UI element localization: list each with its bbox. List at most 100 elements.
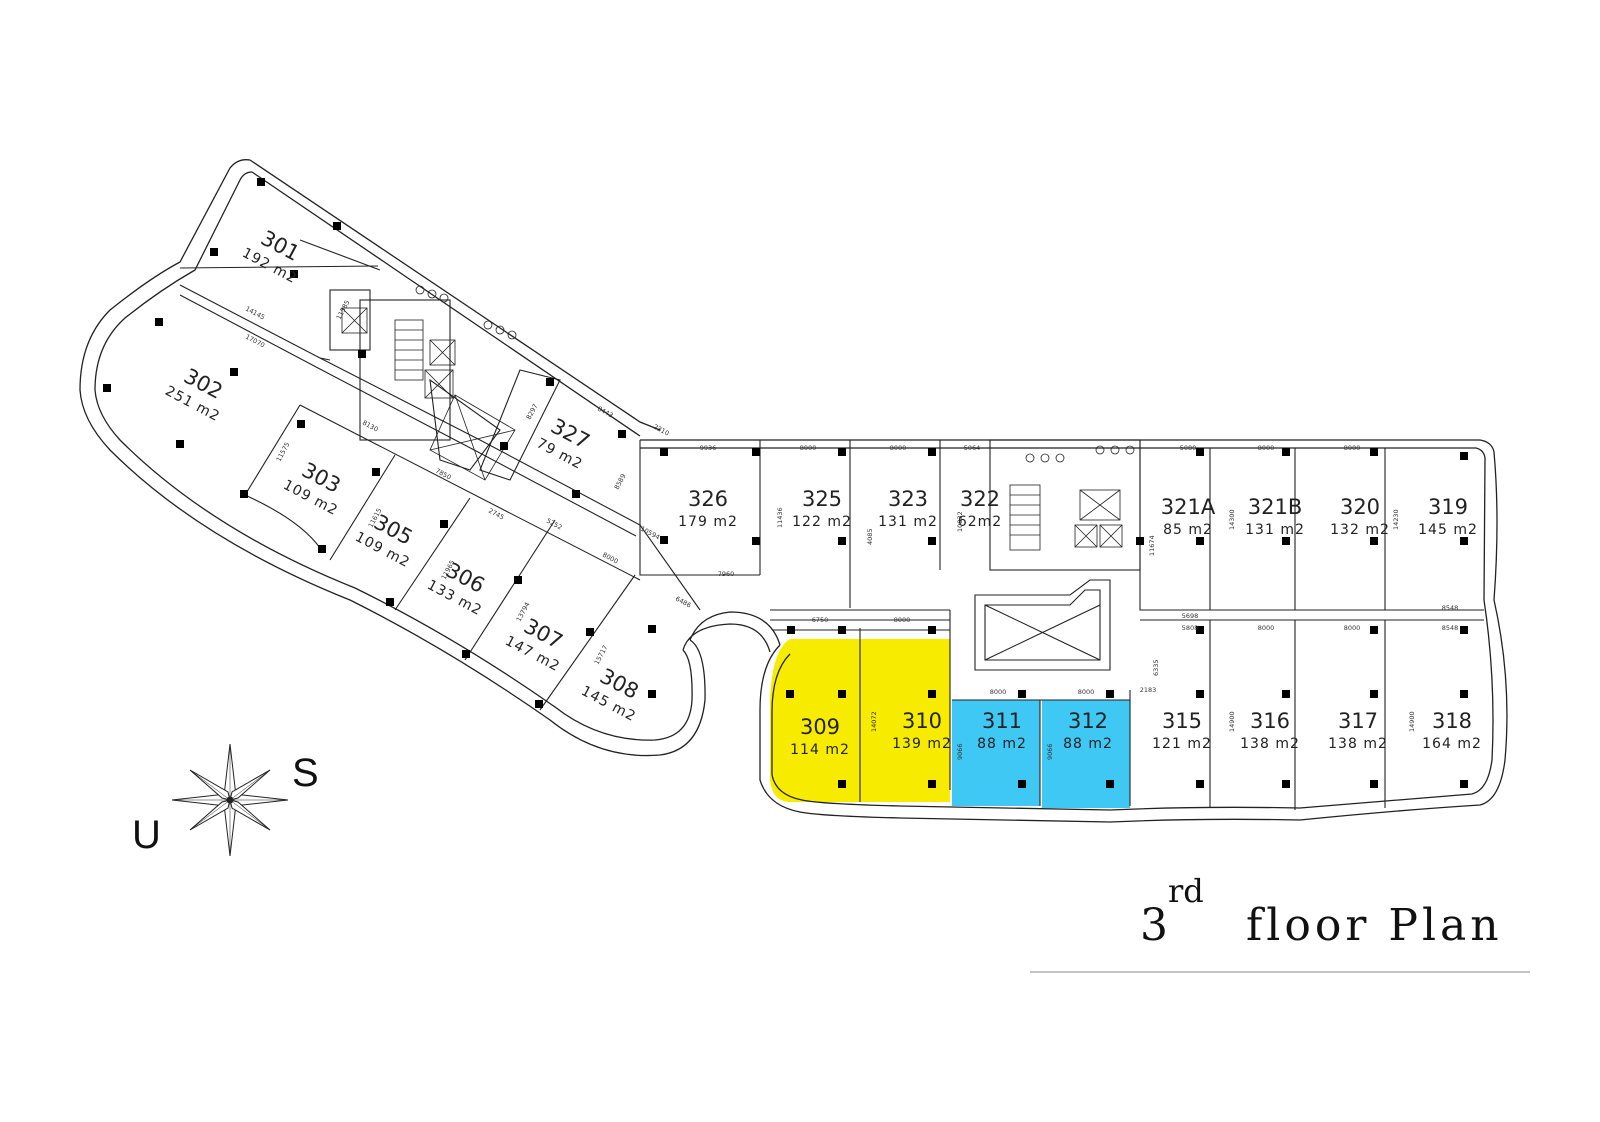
dimension-label: 8000 — [1344, 444, 1361, 452]
room-number: 325 — [802, 487, 842, 511]
room-number: 309 — [800, 715, 840, 739]
room-area: 122 m2 — [792, 514, 852, 530]
room-301-label: 301 192 m2 — [239, 226, 303, 287]
dimension-label: 8297 — [525, 403, 540, 421]
room-325-label: 325 122 m2 — [792, 487, 852, 530]
dimension-label: 8000 — [1344, 624, 1361, 632]
room-number: 319 — [1428, 495, 1468, 519]
dimension-label: 14230 — [1392, 509, 1400, 530]
room-area: 88 m2 — [977, 736, 1027, 752]
room-number: 312 — [1068, 709, 1108, 733]
dimension-label: 14300 — [1228, 509, 1236, 530]
room-area: 88 m2 — [1063, 736, 1113, 752]
dimension-label: 6750 — [812, 616, 829, 624]
dimension-label: 8589 — [613, 473, 628, 491]
room-310-fill — [860, 639, 950, 802]
dimension-label: 8548 — [1442, 604, 1459, 612]
room-area: 131 m2 — [878, 514, 938, 530]
room-308-label: 308 145 m2 — [578, 664, 642, 725]
room-number: 323 — [888, 487, 928, 511]
dimension-label: 11674 — [1148, 535, 1156, 556]
dimension-label: 5698 — [1182, 612, 1199, 620]
dimension-label: 8000 — [1258, 624, 1275, 632]
room-302-label: 302 251 m2 — [162, 364, 226, 425]
title-text: floor Plan — [1246, 900, 1503, 951]
room-322-label: 322 62m2 — [958, 487, 1002, 530]
room-316-label: 316 138 m2 — [1240, 709, 1300, 752]
room-number: 317 — [1338, 709, 1378, 733]
dimension-label: 7960 — [718, 570, 735, 578]
title-superscript: rd — [1168, 872, 1204, 910]
core-stairs — [341, 285, 1135, 551]
room-area: 131 m2 — [1245, 522, 1305, 538]
room-number: 311 — [982, 709, 1022, 733]
dimension-label: 9066 — [956, 743, 964, 760]
room-327-label: 327 79 m2 — [534, 414, 594, 473]
room-320-label: 320 132 m2 — [1330, 495, 1389, 538]
title-number: 3 — [1140, 900, 1168, 951]
room-area: 145 m2 — [1418, 522, 1478, 538]
room-number: 326 — [688, 487, 728, 511]
room-317-label: 317 138 m2 — [1328, 709, 1388, 752]
room-number: 316 — [1250, 709, 1290, 733]
room-area: 139 m2 — [892, 736, 952, 752]
building-outline — [79, 159, 1508, 823]
room-number: 321B — [1248, 495, 1303, 519]
dimension-label: 8548 — [1442, 624, 1459, 632]
dimension-label: 11585 — [335, 299, 352, 321]
room-310-label: 310 139 m2 — [892, 709, 952, 752]
dimension-label: 14145 — [244, 305, 266, 322]
compass-letter-u: U — [132, 813, 161, 857]
room-309-fill — [770, 639, 860, 802]
room-number: 318 — [1432, 709, 1472, 733]
room-321B-label: 321B 131 m2 — [1245, 495, 1305, 538]
room-number: 320 — [1340, 495, 1380, 519]
room-319-label: 319 145 m2 — [1418, 495, 1478, 538]
room-307-label: 307 147 m2 — [502, 614, 566, 675]
dimension-label: 5252 — [545, 517, 563, 532]
room-area: 179 m2 — [678, 514, 738, 530]
dimension-label: 8000 — [990, 688, 1007, 696]
room-303-label: 303 109 m2 — [280, 458, 344, 519]
room-area: 62m2 — [958, 514, 1002, 530]
room-number: 321A — [1161, 495, 1216, 519]
dimension-label: 8000 — [1258, 444, 1275, 452]
dimension-label: 9936 — [700, 444, 717, 452]
dimension-label: 8443 — [596, 405, 614, 420]
dimension-label: 14900 — [1408, 711, 1416, 732]
dimension-label: 8000 — [894, 616, 911, 624]
dimension-label: 5808 — [1182, 624, 1199, 632]
room-326-label: 326 179 m2 — [678, 487, 738, 530]
room-309-label: 309 114 m2 — [790, 715, 850, 758]
dimension-label: 8000 — [601, 551, 619, 566]
dimension-label: 11436 — [776, 507, 784, 528]
room-323-label: 323 131 m2 — [878, 487, 938, 530]
dimension-label: 14072 — [870, 711, 878, 732]
room-312-label: 312 88 m2 — [1063, 709, 1113, 752]
room-306-label: 306 133 m2 — [424, 558, 488, 619]
room-area: 114 m2 — [790, 742, 850, 758]
room-321A-label: 321A 85 m2 — [1161, 495, 1216, 538]
room-315-label: 315 121 m2 — [1152, 709, 1212, 752]
dimension-label: 8000 — [1078, 688, 1095, 696]
dimension-label: 8130 — [361, 419, 379, 434]
dimension-label: 11575 — [275, 441, 292, 463]
dimension-label: 8000 — [800, 444, 817, 452]
dimension-label: 2183 — [1140, 686, 1157, 694]
dimension-label: 6335 — [1152, 659, 1160, 676]
page-title: 3 rd floor Plan — [1030, 872, 1530, 973]
room-area: 164 m2 — [1422, 736, 1482, 752]
dimension-label: 4085 — [866, 528, 874, 545]
room-area: 85 m2 — [1163, 522, 1213, 538]
room-area: 138 m2 — [1240, 736, 1300, 752]
room-area: 121 m2 — [1152, 736, 1212, 752]
room-311-label: 311 88 m2 — [977, 709, 1027, 752]
room-311-fill — [952, 700, 1040, 806]
room-area: 138 m2 — [1328, 736, 1388, 752]
dimension-label: 5080 — [1180, 444, 1197, 452]
compass-letter-s: S — [292, 751, 319, 795]
room-318-label: 318 164 m2 — [1422, 709, 1482, 752]
structural-columns — [103, 178, 1468, 788]
dimension-label: 8000 — [890, 444, 907, 452]
